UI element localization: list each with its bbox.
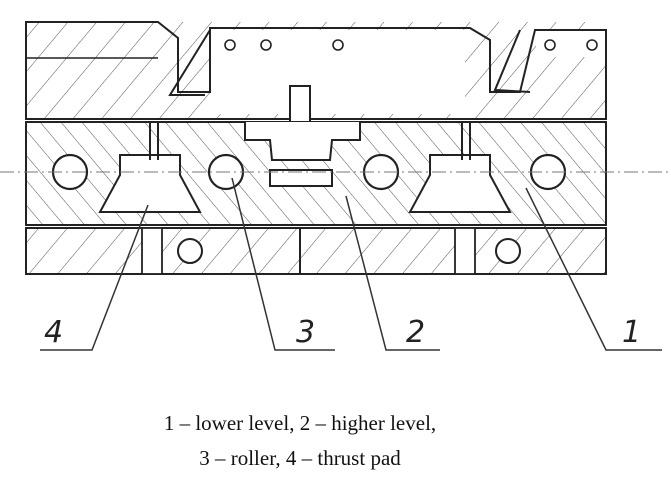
assembly-cross-section: 4 3 2 1 — [0, 21, 668, 351]
lower-plate — [25, 227, 607, 275]
caption-line-1: 1 – lower level, 2 – higher level, — [163, 411, 437, 435]
upper-plate — [25, 21, 607, 127]
callout-3: 3 — [296, 315, 315, 350]
callout-4: 4 — [44, 315, 63, 350]
rollers — [51, 153, 567, 191]
caption-line-2: 3 – roller, 4 – thrust pad — [199, 446, 401, 470]
callout-1: 1 — [622, 315, 641, 350]
callout-2: 2 — [406, 315, 425, 350]
leader-lines — [40, 177, 662, 351]
middle-layer — [25, 121, 607, 226]
